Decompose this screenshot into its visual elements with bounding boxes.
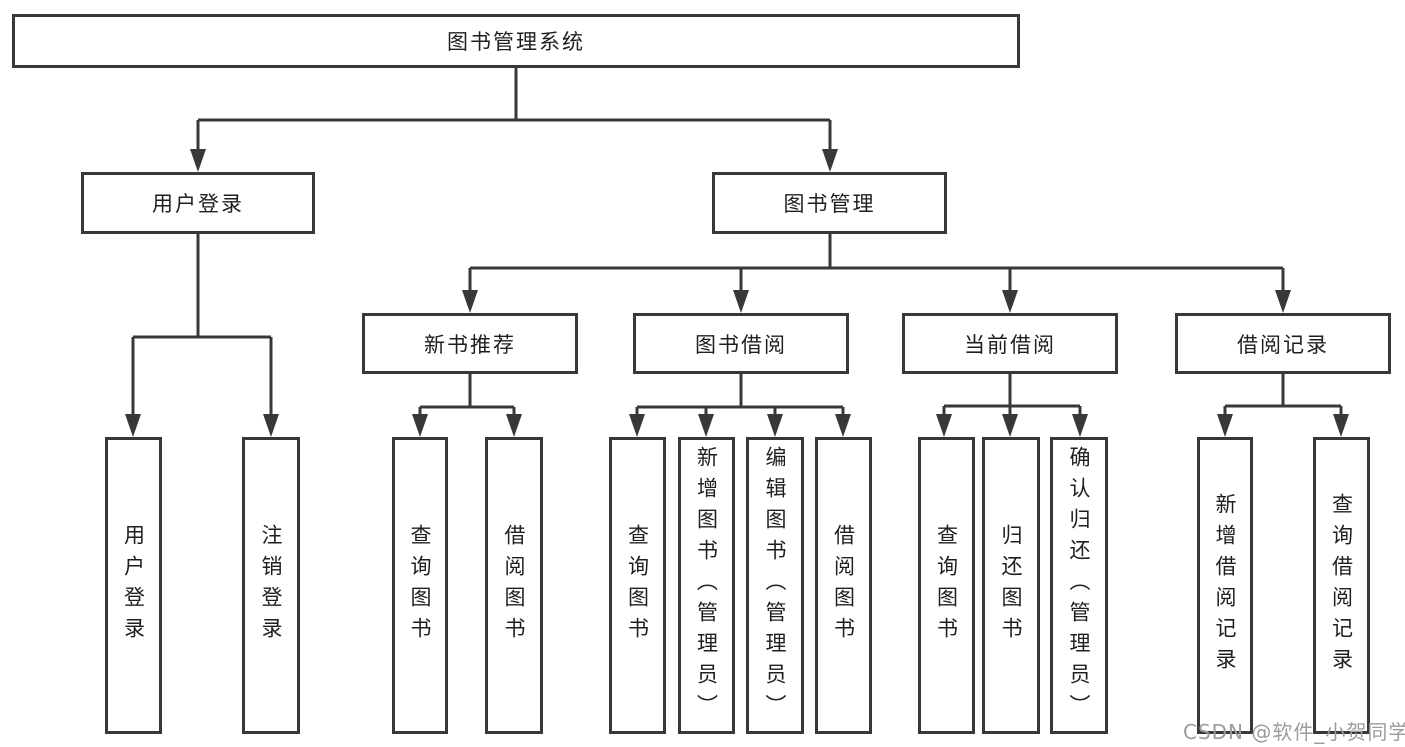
- node-label: 归还图书: [999, 523, 1024, 648]
- node-user-login: 用户登录: [81, 172, 315, 234]
- node-label: 注销登录: [259, 523, 284, 648]
- leaf-query-books-current: 查询图书: [918, 437, 975, 734]
- node-label: 查询图书: [625, 523, 650, 648]
- node-label: 新增借阅记录: [1213, 492, 1238, 679]
- leaf-query-borrow-record: 查询借阅记录: [1313, 437, 1370, 734]
- node-library-management-system: 图书管理系统: [12, 14, 1020, 68]
- arrowhead-group: [125, 149, 1349, 437]
- leaf-user-login: 用户登录: [105, 437, 162, 734]
- node-label: 查询借阅记录: [1329, 492, 1354, 679]
- leaf-query-books-borrow: 查询图书: [609, 437, 666, 734]
- node-new-book-recommend: 新书推荐: [362, 313, 578, 374]
- leaf-edit-books-admin: 编辑图书（管理员）: [746, 437, 804, 734]
- node-book-borrow: 图书借阅: [633, 313, 849, 374]
- node-label: 图书管理系统: [447, 30, 585, 54]
- node-label: 查询图书: [934, 523, 959, 648]
- leaf-add-borrow-record: 新增借阅记录: [1197, 437, 1253, 734]
- leaf-logout: 注销登录: [242, 437, 300, 734]
- node-label: 图书借阅: [695, 332, 787, 357]
- leaf-confirm-return-admin: 确认归还（管理员）: [1050, 437, 1108, 734]
- node-current-borrow: 当前借阅: [902, 313, 1118, 374]
- leaf-query-books-recommend: 查询图书: [392, 437, 448, 734]
- node-label: 当前借阅: [964, 332, 1056, 357]
- node-label: 新书推荐: [424, 332, 516, 357]
- node-label: 借阅图书: [502, 523, 527, 648]
- node-label: 确认归还（管理员）: [1067, 446, 1092, 725]
- node-label: 用户登录: [121, 523, 146, 648]
- node-label: 借阅图书: [831, 523, 856, 648]
- leaf-return-books: 归还图书: [982, 437, 1040, 734]
- node-book-management: 图书管理: [712, 172, 947, 234]
- leaf-borrow-books-recommend: 借阅图书: [485, 437, 543, 734]
- node-borrow-record: 借阅记录: [1175, 313, 1391, 374]
- leaf-add-books-admin: 新增图书（管理员）: [678, 437, 735, 734]
- csdn-watermark: CSDN @软件_小贺同学: [1183, 720, 1405, 744]
- leaf-borrow-books: 借阅图书: [815, 437, 872, 734]
- node-label: 编辑图书（管理员）: [763, 446, 788, 725]
- node-label: 新增图书（管理员）: [694, 446, 719, 725]
- node-label: 图书管理: [783, 192, 876, 216]
- node-label: 查询图书: [408, 523, 433, 648]
- node-label: 借阅记录: [1237, 332, 1329, 357]
- node-label: 用户登录: [152, 192, 244, 216]
